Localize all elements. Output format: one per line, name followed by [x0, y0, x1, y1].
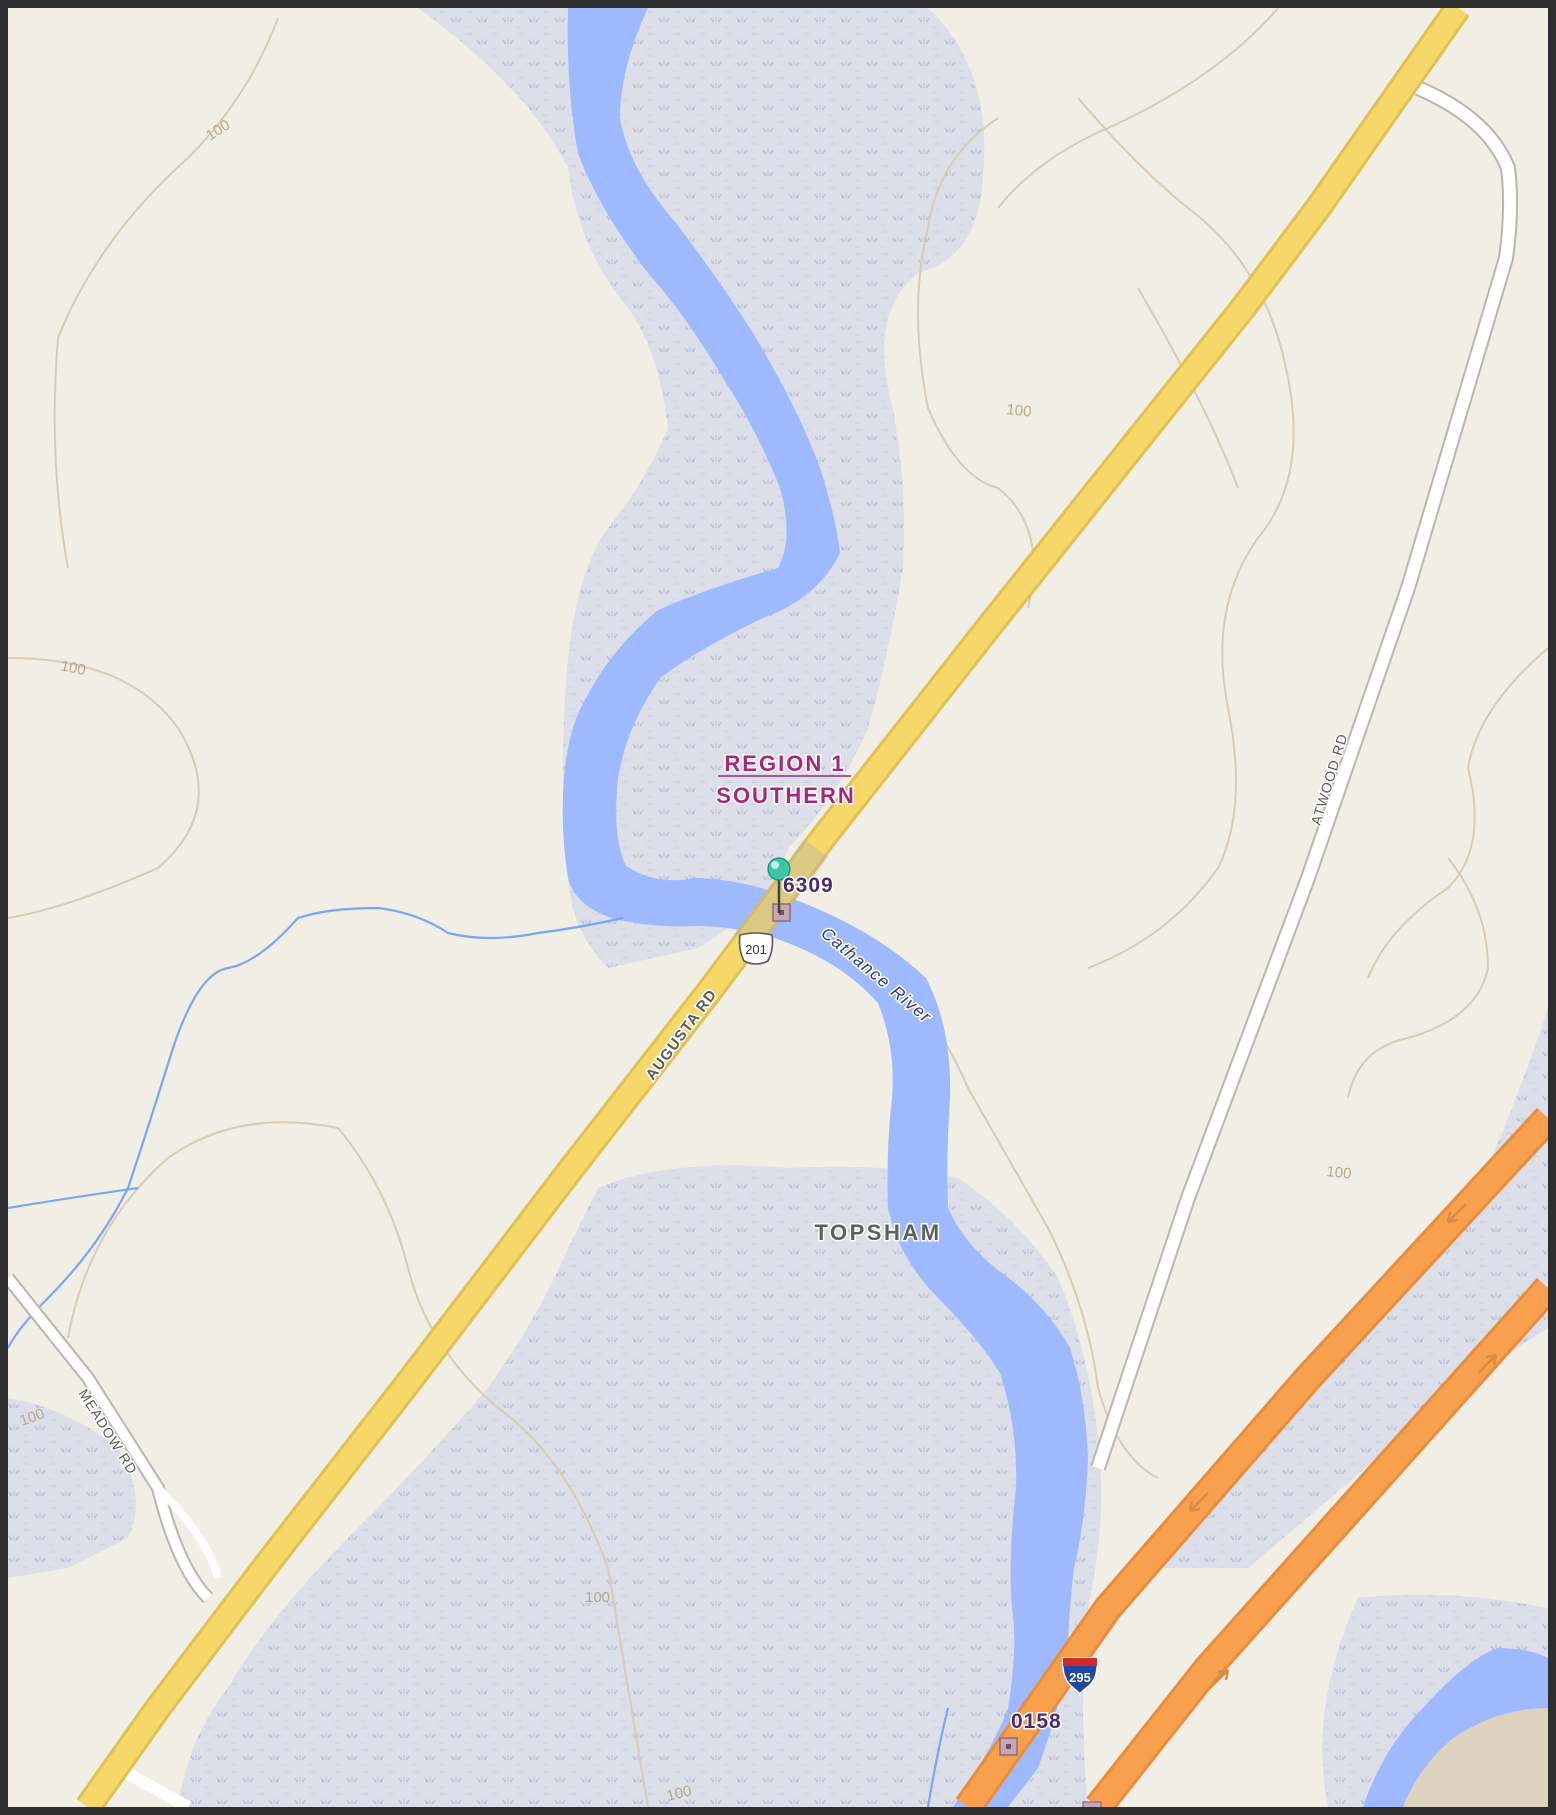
wetland-west	[8, 1398, 136, 1578]
region-label-line1: REGION 1	[724, 751, 845, 776]
gravel-area	[1403, 1708, 1548, 1807]
contour-label: 100	[585, 1589, 610, 1606]
augusta-rd[interactable]	[79, 8, 1468, 1807]
atwood-rd-fill[interactable]	[1092, 82, 1517, 1470]
us-201-shield-number: 201	[745, 942, 767, 957]
wetland-north	[418, 8, 985, 968]
marker-6309[interactable]: 6309	[767, 857, 834, 922]
wetland-south	[178, 1165, 1102, 1807]
i295-shield-number: 295	[1069, 1670, 1091, 1685]
contour-label: 100	[59, 657, 87, 679]
direction-arrows	[1188, 1203, 1498, 1689]
meadow-rd-ramp[interactable]	[155, 1485, 222, 1580]
contour-label: 100	[1006, 401, 1033, 421]
contour-label: 100	[665, 1782, 693, 1805]
region-label-line2: SOUTHERN	[716, 783, 855, 808]
bridge-segment	[733, 839, 829, 952]
i295-southbound[interactable]	[1088, 1279, 1548, 1807]
marker-6309-label: 6309	[783, 874, 834, 897]
us-201-shield: 201	[738, 932, 774, 965]
marker-partial[interactable]	[1082, 1801, 1102, 1807]
marker-0158[interactable]: 0158	[999, 1709, 1062, 1756]
contour-label: 100	[1326, 1163, 1353, 1183]
cathance-river	[562, 8, 1088, 1807]
marker-0158-label: 0158	[1011, 1710, 1062, 1733]
i295-shield: 295	[1061, 1657, 1099, 1696]
town-label: TOPSHAM	[814, 1220, 941, 1245]
map-canvas[interactable]: AUGUSTA RD ATWOOD RD MEADOW RD Cathance …	[8, 8, 1548, 1807]
bottom-left-road[interactable]	[115, 1762, 191, 1807]
streams	[8, 906, 950, 1807]
contour-lines	[8, 8, 1548, 1807]
